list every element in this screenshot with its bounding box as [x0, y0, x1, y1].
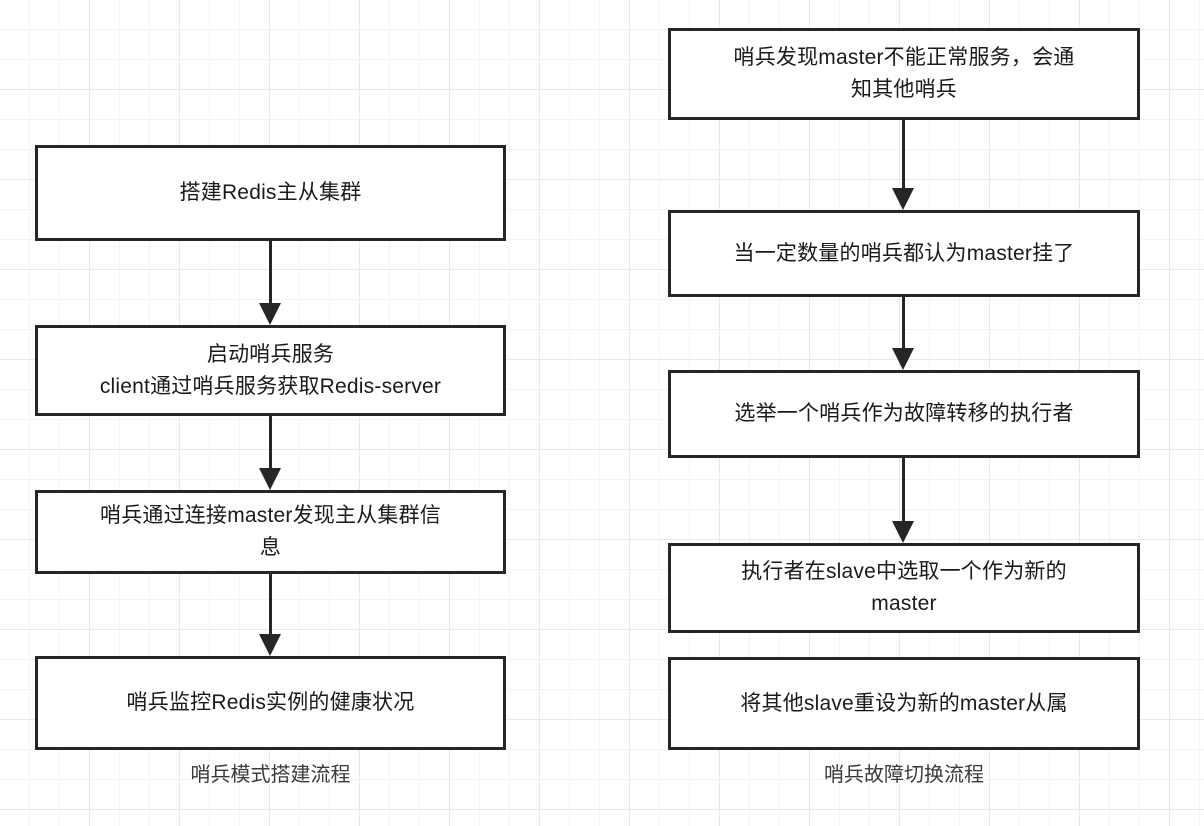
arrow-stem-icon: [902, 120, 905, 188]
arrow-stem-icon: [902, 297, 905, 348]
flow-node-right-4[interactable]: 执行者在slave中选取一个作为新的 master: [668, 543, 1140, 633]
flow-node-left-3[interactable]: 哨兵通过连接master发现主从集群信 息: [35, 490, 506, 574]
flow-node-right-1[interactable]: 哨兵发现master不能正常服务，会通 知其他哨兵: [668, 28, 1140, 120]
flow-node-left-1[interactable]: 搭建Redis主从集群: [35, 145, 506, 241]
arrow-head-icon: [259, 468, 281, 490]
arrow-stem-icon: [902, 458, 905, 521]
arrow-head-icon: [892, 348, 914, 370]
flow-node-right-3[interactable]: 选举一个哨兵作为故障转移的执行者: [668, 370, 1140, 458]
arrow-stem-icon: [269, 574, 272, 634]
arrow-head-icon: [259, 634, 281, 656]
arrow-head-icon: [892, 521, 914, 543]
flow-node-right-5[interactable]: 将其他slave重设为新的master从属: [668, 657, 1140, 750]
caption-sentinel-setup-flow: 哨兵模式搭建流程: [190, 764, 351, 786]
flow-node-left-4[interactable]: 哨兵监控Redis实例的健康状况: [35, 656, 506, 750]
arrow-stem-icon: [269, 416, 272, 468]
arrow-head-icon: [892, 188, 914, 210]
flow-node-right-2[interactable]: 当一定数量的哨兵都认为master挂了: [668, 210, 1140, 297]
flow-node-left-2[interactable]: 启动哨兵服务 client通过哨兵服务获取Redis-server: [35, 325, 506, 416]
arrow-stem-icon: [269, 241, 272, 303]
arrow-head-icon: [259, 303, 281, 325]
caption-sentinel-failover-flow: 哨兵故障切换流程: [824, 764, 984, 786]
